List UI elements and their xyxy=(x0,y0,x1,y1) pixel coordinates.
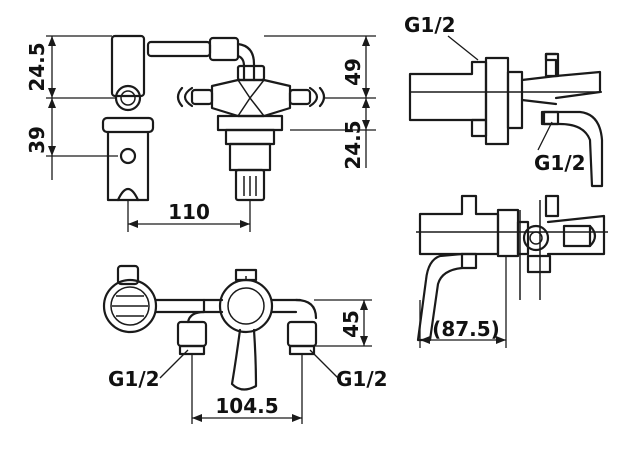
top-view xyxy=(102,264,318,391)
side-view-upper xyxy=(408,52,604,188)
dim-top-left-b: 39 xyxy=(25,126,49,154)
thread-side-top: G1/2 xyxy=(404,13,456,37)
thread-bottom-right: G1/2 xyxy=(336,367,388,391)
thread-bottom-left: G1/2 xyxy=(108,367,160,391)
side-view-lower xyxy=(416,194,608,342)
dim-top-right-a: 49 xyxy=(341,58,365,86)
front-view xyxy=(101,34,326,202)
dim-width-side: (87.5) xyxy=(432,317,500,341)
dim-height-bottom: 45 xyxy=(339,310,363,338)
dim-top-left-a: 24.5 xyxy=(25,42,49,91)
dim-top-right-b: 24.5 xyxy=(341,120,365,169)
dim-width-top: 110 xyxy=(168,200,210,224)
front-view-dimensions xyxy=(46,35,376,232)
thread-side-bottom: G1/2 xyxy=(534,151,586,175)
dim-width-bottom: 104.5 xyxy=(215,394,278,418)
